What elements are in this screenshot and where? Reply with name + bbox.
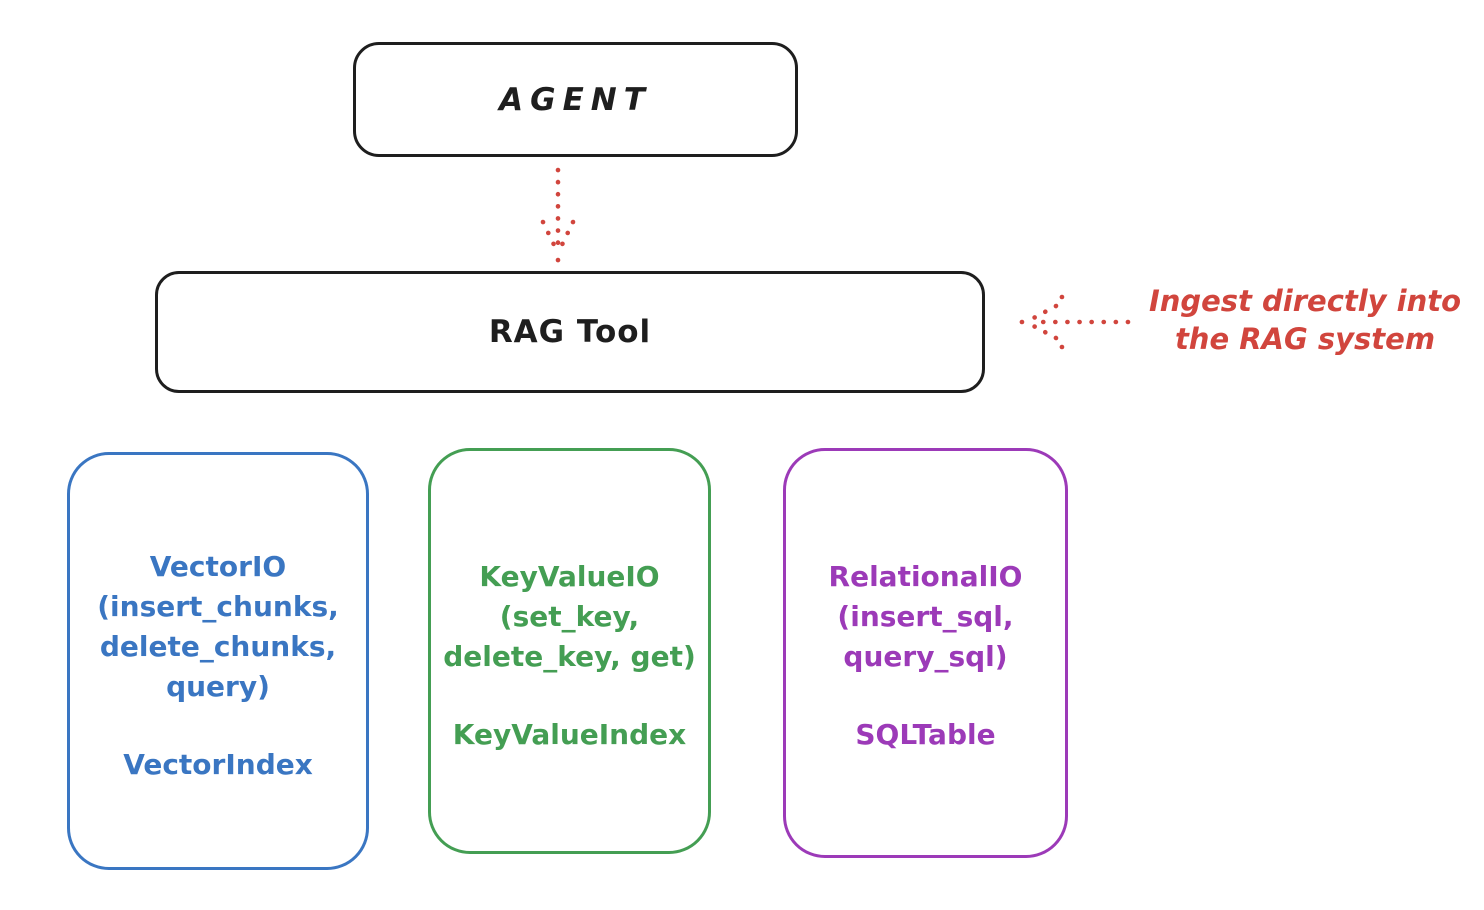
vector-io-box: VectorIO (insert_chunks, delete_chunks, …	[67, 452, 369, 870]
keyvalue-io-methods: KeyValueIO (set_key, delete_key, get)	[443, 560, 696, 673]
relational-io-methods: RelationalIO (insert_sql, query_sql)	[828, 560, 1023, 673]
agent-box-label: AGENT	[499, 81, 652, 118]
agent-box: AGENT	[353, 42, 798, 157]
annotation-to-rag-arrow	[1019, 294, 1131, 350]
sql-table-label: SQLTable	[855, 718, 996, 751]
rag-tool-box-label: RAG Tool	[488, 314, 652, 350]
ingest-annotation-text: Ingest directly into the RAG system	[1148, 284, 1462, 356]
agent-to-rag-arrow	[540, 167, 576, 263]
rag-tool-box: RAG Tool	[155, 271, 985, 393]
vector-io-methods: VectorIO (insert_chunks, delete_chunks, …	[97, 550, 339, 703]
keyvalue-io-box: KeyValueIO (set_key, delete_key, get) Ke…	[428, 448, 711, 854]
relational-io-box: RelationalIO (insert_sql, query_sql) SQL…	[783, 448, 1068, 858]
keyvalue-index-label: KeyValueIndex	[452, 718, 687, 751]
vector-index-label: VectorIndex	[123, 748, 313, 781]
